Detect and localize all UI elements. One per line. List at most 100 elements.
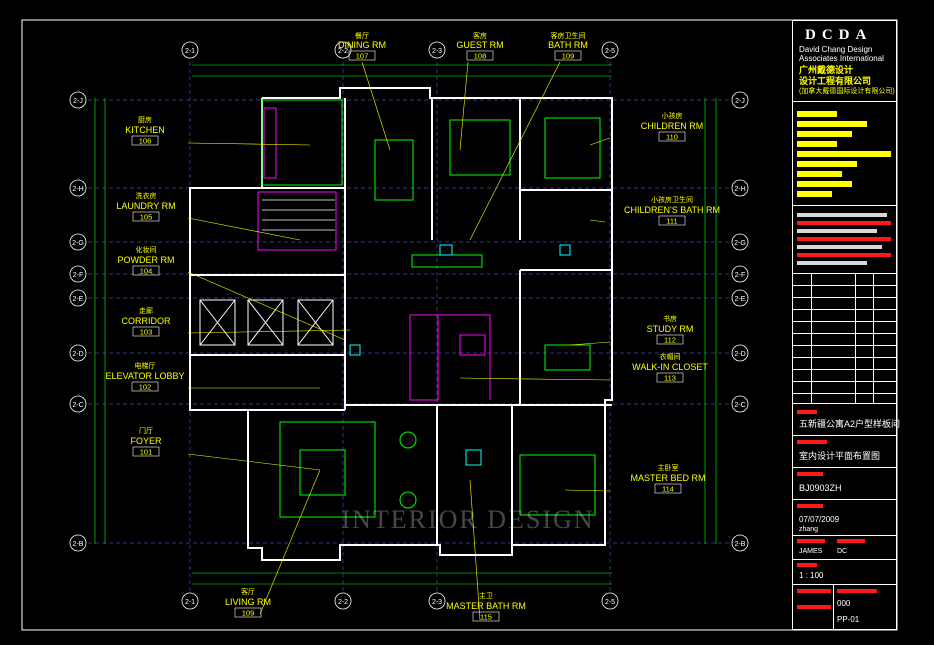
firm-name-cn-2: 设计工程有限公司 (799, 76, 872, 86)
svg-text:108: 108 (474, 52, 487, 61)
info-bar (837, 539, 865, 543)
room-labels: 餐厅 DINING RM 107 客房 GUEST RM 108 客房卫生间 B… (105, 31, 720, 622)
grid-labels: 2-1 2-2 2-3 2-5 2-1 2-2 2-3 2-5 2-J 2-H … (72, 48, 746, 606)
grid-bottom-2: 2-2 (338, 599, 348, 606)
room-label-closet: 衣帽间 WALK-IN CLOSET 113 (632, 352, 708, 383)
revision-table (793, 273, 896, 403)
info-bar (797, 191, 832, 197)
room-label-dining: 餐厅 DINING RM 107 (338, 31, 386, 61)
info-bar (797, 121, 867, 127)
grid-right-8: 2-B (735, 541, 746, 548)
room-label-master-bath: 主卫 MASTER BATH RM 115 (446, 591, 526, 622)
grid-bottom-4: 2-5 (605, 599, 615, 606)
info-bar (797, 261, 867, 265)
grid-right-4: 2-F (735, 272, 746, 279)
svg-text:109: 109 (242, 609, 255, 618)
svg-text:门厅: 门厅 (139, 426, 153, 435)
info-bar (797, 253, 891, 257)
bath-fixtures (349, 244, 571, 466)
firm-name-cn-3: (加拿大戴德国际设计有限公司) (799, 88, 895, 95)
grid-top-1: 2-1 (185, 48, 195, 55)
sheet-number: PP-01 (837, 615, 860, 624)
checked-by-1: JAMES (799, 548, 823, 555)
svg-text:小孩房: 小孩房 (662, 111, 683, 120)
svg-text:114: 114 (662, 485, 674, 494)
info-bar (797, 131, 852, 137)
drawing-date: 07/07/2009 (799, 515, 840, 524)
grid-left-8: 2-B (73, 541, 84, 548)
room-label-study: 书房 STUDY RM 112 (647, 314, 694, 345)
grid-left-5: 2-E (73, 296, 84, 303)
svg-text:111: 111 (666, 217, 677, 226)
room-label-elevator-lobby: 电梯厅 ELEVATOR LOBBY 102 (105, 361, 184, 392)
room-label-guest: 客房 GUEST RM 108 (456, 31, 503, 61)
svg-text:POWDER RM: POWDER RM (118, 255, 175, 265)
grid-left-4: 2-F (73, 272, 84, 279)
grid-left-2: 2-H (72, 186, 83, 193)
svg-text:LIVING RM: LIVING RM (225, 597, 271, 607)
room-label-bath: 客房卫生间 BATH RM 109 (548, 31, 588, 61)
firm-logo: DCDA (805, 27, 873, 43)
project-name: 五新疆公寓A2户型样板间 (799, 419, 901, 429)
svg-text:103: 103 (140, 328, 153, 337)
dimension-lines (94, 64, 717, 585)
svg-text:112: 112 (664, 336, 676, 345)
info-bar (797, 440, 827, 444)
svg-text:110: 110 (666, 133, 678, 142)
svg-text:105: 105 (140, 213, 153, 222)
info-bar (797, 141, 837, 147)
svg-text:书房: 书房 (663, 314, 677, 323)
room-label-master-bed: 主卧室 MASTER BED RM 114 (630, 463, 705, 494)
svg-text:电梯厅: 电梯厅 (135, 361, 156, 370)
svg-text:LAUNDRY RM: LAUNDRY RM (116, 201, 175, 211)
grid-right-1: 2-J (735, 98, 745, 105)
room-label-kitchen: 厨房 KITCHEN 106 (125, 115, 165, 146)
grid-top-3: 2-3 (432, 48, 442, 55)
walls (189, 87, 613, 561)
drawing-scale: 1 : 100 (799, 571, 824, 580)
info-bar (797, 213, 887, 217)
svg-text:101: 101 (140, 448, 153, 457)
grid-right-3: 2-G (734, 240, 746, 247)
svg-text:客房卫生间: 客房卫生间 (551, 31, 586, 40)
room-label-foyer: 门厅 FOYER 101 (130, 426, 162, 457)
svg-text:走廊: 走廊 (139, 306, 153, 315)
drawing-number: 000 (837, 599, 851, 608)
svg-text:GUEST RM: GUEST RM (456, 40, 503, 50)
drawing-code: BJ0903ZH (799, 483, 842, 493)
grid-right-6: 2-D (734, 351, 745, 358)
svg-text:衣帽间: 衣帽间 (660, 352, 681, 361)
room-label-living: 客厅 LIVING RM 109 (225, 587, 271, 618)
drawing-title: 室内设计平面布置图 (799, 451, 881, 461)
firm-name-en-2: Associates International (799, 54, 884, 63)
furniture (261, 99, 601, 518)
grid-left-1: 2-J (73, 98, 83, 105)
grid-bottom-1: 2-1 (185, 599, 195, 606)
svg-text:CHILDREN'S BATH RM: CHILDREN'S BATH RM (624, 205, 720, 215)
stair (262, 199, 335, 231)
grid-right-5: 2-E (735, 296, 746, 303)
svg-text:MASTER BATH RM: MASTER BATH RM (446, 601, 526, 611)
info-bar (797, 237, 891, 241)
grid-bottom-3: 2-3 (432, 599, 442, 606)
info-bar (797, 245, 882, 249)
svg-text:餐厅: 餐厅 (355, 31, 369, 40)
grid-left-6: 2-D (72, 351, 83, 358)
info-bar (797, 161, 857, 167)
svg-text:MASTER BED RM: MASTER BED RM (630, 473, 705, 483)
svg-text:106: 106 (139, 137, 152, 146)
info-bar (797, 539, 825, 543)
grid-right-2: 2-H (734, 186, 745, 193)
room-label-powder: 化妆间 POWDER RM 104 (118, 245, 175, 276)
grid-top-2: 2-2 (338, 48, 348, 55)
svg-text:KITCHEN: KITCHEN (125, 125, 165, 135)
svg-text:104: 104 (140, 267, 153, 276)
info-bar (797, 605, 831, 609)
title-block: DCDA David Chang Design Associates Inter… (792, 20, 901, 630)
room-label-corridor: 走廊 CORRIDOR 103 (122, 306, 171, 337)
info-bar (797, 171, 842, 177)
info-bar (797, 410, 817, 414)
svg-text:ELEVATOR LOBBY: ELEVATOR LOBBY (105, 371, 184, 381)
grid-top-4: 2-5 (605, 48, 615, 55)
